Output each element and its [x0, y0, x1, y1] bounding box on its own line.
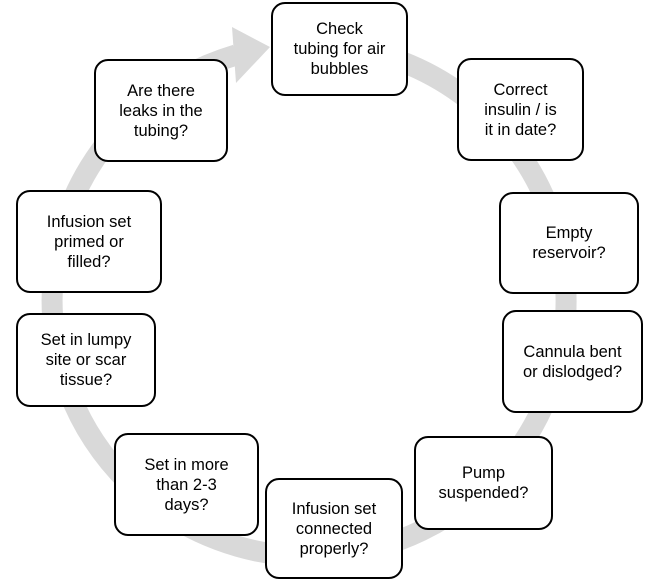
- step-pump-suspended: Pump suspended?: [414, 436, 553, 530]
- step-leaks-in-tubing: Are there leaks in the tubing?: [94, 59, 228, 162]
- step-label: Set in more than 2-3 days?: [144, 455, 229, 514]
- step-label: Infusion set connected properly?: [291, 499, 377, 558]
- step-correct-insulin-in-date: Correct insulin / is it in date?: [457, 58, 584, 161]
- step-infusion-set-primed: Infusion set primed or filled?: [16, 190, 162, 293]
- step-infusion-set-connected: Infusion set connected properly?: [265, 478, 403, 579]
- step-cannula-bent-dislodged: Cannula bent or dislodged?: [502, 310, 643, 413]
- step-label: Cannula bent or dislodged?: [522, 342, 623, 381]
- ring-arrowhead-icon: [232, 27, 270, 83]
- step-set-in-more-than-days: Set in more than 2-3 days?: [114, 433, 259, 536]
- step-empty-reservoir: Empty reservoir?: [499, 192, 639, 294]
- step-label: Are there leaks in the tubing?: [119, 81, 203, 140]
- step-label: Empty reservoir?: [532, 224, 606, 262]
- step-label: Correct insulin / is it in date?: [484, 80, 557, 139]
- step-label: Pump suspended?: [438, 464, 529, 502]
- step-label: Check tubing for air bubbles: [293, 20, 386, 78]
- step-label: Infusion set primed or filled?: [46, 212, 132, 271]
- step-label: Set in lumpy site or scar tissue?: [40, 331, 132, 389]
- step-check-tubing-air-bubbles: Check tubing for air bubbles: [271, 2, 408, 96]
- step-lumpy-site-scar-tissue: Set in lumpy site or scar tissue?: [16, 313, 156, 407]
